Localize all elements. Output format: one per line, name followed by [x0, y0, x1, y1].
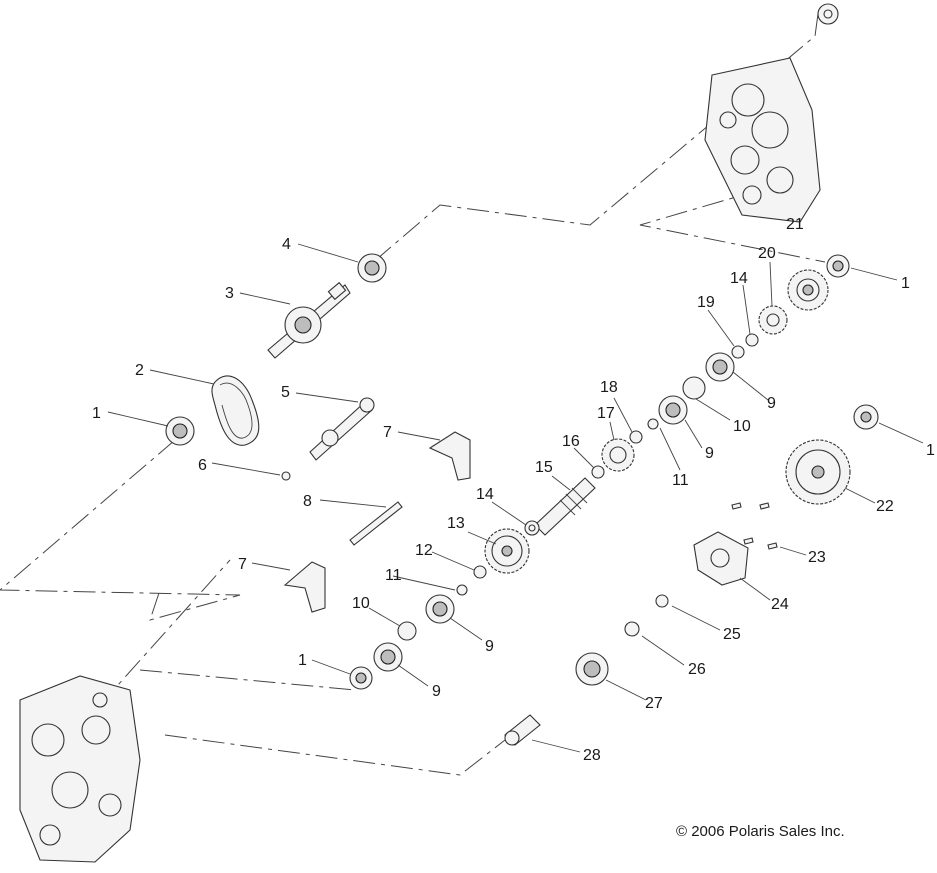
callout-24: 24 — [771, 596, 789, 613]
bearing-9-lower-mid — [425, 594, 455, 624]
washer-19 — [731, 345, 745, 359]
callout-23: 23 — [808, 549, 826, 566]
gear-17 — [601, 438, 635, 472]
drive-chain-2 — [211, 375, 260, 446]
callout-5: 5 — [281, 384, 290, 401]
callout-11: 11 — [672, 472, 689, 489]
callout-14: 14 — [476, 486, 494, 503]
callout-22: 22 — [876, 498, 894, 515]
bearing-retainer-24 — [693, 531, 749, 586]
callout-7: 7 — [383, 424, 392, 441]
washer-14-top — [745, 333, 759, 347]
callout-26: 26 — [688, 661, 706, 678]
callout-19: 19 — [697, 294, 715, 311]
callout-16: 16 — [562, 433, 580, 450]
bearing-27 — [575, 652, 609, 686]
callout-17: 17 — [597, 405, 615, 422]
guide-line-bottom — [164, 734, 506, 776]
callout-27: 27 — [645, 695, 663, 712]
washer-12 — [473, 565, 487, 579]
callout-1: 1 — [901, 275, 910, 292]
bearing-1-left — [165, 416, 195, 446]
shift-shaft-5 — [309, 397, 375, 461]
ball-6 — [281, 471, 291, 481]
callout-10: 10 — [733, 418, 751, 435]
washer-14-mid — [524, 520, 540, 536]
callout-12: 12 — [415, 542, 433, 559]
washer-11-bottom — [456, 584, 468, 596]
bearing-9-top — [705, 352, 735, 382]
callout-9: 9 — [705, 445, 714, 462]
bearing-4 — [357, 253, 387, 283]
sensor-28 — [504, 714, 541, 746]
gear-22 — [785, 439, 851, 505]
gear-13 — [484, 528, 530, 574]
callout-10: 10 — [352, 595, 370, 612]
bearing-1-right — [853, 404, 879, 430]
callout-7: 7 — [238, 556, 247, 573]
drive-shaft-3 — [267, 281, 351, 359]
callout-6: 6 — [198, 457, 207, 474]
callout-1: 1 — [298, 652, 307, 669]
callout-9: 9 — [432, 683, 441, 700]
bearing-1-bottom — [349, 666, 373, 690]
callout-20: 20 — [758, 245, 776, 262]
screws-23 — [731, 502, 778, 550]
snap-ring-10-top — [682, 376, 706, 400]
callout-labels: 21 4 1 20 14 3 19 2 5 18 9 10 1 1 17 7 1… — [92, 216, 935, 764]
seal-26 — [624, 621, 640, 637]
guide-line-housing-right — [639, 189, 826, 263]
washer-18 — [629, 430, 643, 444]
callout-11: 11 — [385, 567, 402, 584]
callout-8: 8 — [303, 493, 312, 510]
callout-3: 3 — [225, 285, 234, 302]
copyright-notice: © 2006 Polaris Sales Inc. — [676, 823, 845, 840]
snap-ring-10-bottom — [397, 621, 417, 641]
guide-line-housing-left — [99, 559, 231, 706]
rail-8 — [349, 501, 403, 546]
output-shaft-15 — [534, 477, 596, 536]
bearing-9-bottom — [373, 642, 403, 672]
seal-25 — [655, 594, 669, 608]
bearing-9-upper-mid — [658, 395, 688, 425]
ring-seal-top — [817, 3, 839, 25]
guide-line-top-shaft — [369, 13, 819, 266]
callout-1: 1 — [92, 405, 101, 422]
bearing-1-top — [826, 254, 850, 278]
callout-18: 18 — [600, 379, 618, 396]
callout-9: 9 — [485, 638, 494, 655]
gear-21 — [787, 269, 829, 311]
callout-2: 2 — [135, 362, 144, 379]
washer-16 — [591, 465, 605, 479]
callout-13: 13 — [447, 515, 465, 532]
assembly-guide-lines — [0, 13, 826, 776]
callout-21: 21 — [786, 216, 804, 233]
transmission-housing-left — [19, 675, 141, 863]
guide-line-left-housing — [0, 439, 241, 621]
leader-lines — [107, 243, 924, 753]
callout-1: 1 — [926, 442, 935, 459]
shift-fork-7-bottom — [283, 561, 326, 613]
callout-28: 28 — [583, 747, 601, 764]
callout-14: 14 — [730, 270, 748, 287]
callout-25: 25 — [723, 626, 741, 643]
sprocket-20 — [758, 305, 788, 335]
guide-line-lower — [139, 669, 356, 691]
callout-4: 4 — [282, 236, 291, 253]
transmission-housing-right — [704, 57, 821, 223]
shift-fork-7-top — [428, 431, 471, 481]
callout-15: 15 — [535, 459, 553, 476]
washer-11-top — [647, 418, 659, 430]
callout-9: 9 — [767, 395, 776, 412]
